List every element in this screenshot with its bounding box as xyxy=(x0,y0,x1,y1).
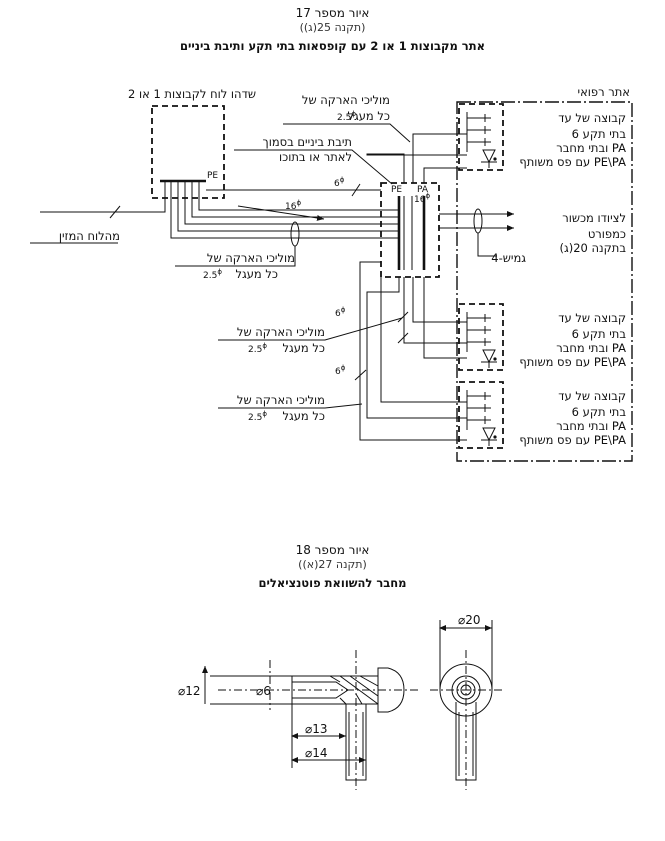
jb-label-line2: לאתר או בתוכו xyxy=(279,150,352,164)
gc-g3-line2: כל מעגל xyxy=(282,409,325,423)
medical-site-label: אתר רפואי xyxy=(578,85,630,99)
dim-l14: ⌀14 xyxy=(305,746,328,760)
panel-box xyxy=(151,105,225,199)
svg-text:ובתי מחבר PA: ובתי מחבר PA xyxy=(556,341,626,355)
outlet-group-2 xyxy=(458,303,504,371)
figure18-regulation: (תקנה 27(א)) xyxy=(298,558,367,571)
svg-text:6 בתי תקע: 6 בתי תקע xyxy=(572,327,627,341)
outlet-group-1 xyxy=(458,103,504,171)
svg-text:עם פס משותף PE\PA: עם פס משותף PE\PA xyxy=(519,433,626,447)
figure17-regulation: (תקנה 25(ג)) xyxy=(299,21,366,34)
pe-6-label: 6ϕ xyxy=(334,176,345,189)
gc-top-line1: מוליכי הארקה של xyxy=(302,93,390,107)
jb-label-line1: תיבת ביניים בסמוך xyxy=(263,135,352,149)
connector-side-view: ⌀12 ⌀6 ⌀13 ⌀14 xyxy=(178,650,420,790)
svg-text:קבוצה של עד: קבוצה של עד xyxy=(558,389,626,403)
junction-box xyxy=(380,182,440,278)
svg-text:ובתי מחבר PA: ובתי מחבר PA xyxy=(556,419,626,433)
figure17-title: אתר מקבוצות 1 או 2 עם קופסאות בתי תקע ות… xyxy=(180,39,485,53)
figure18-caption: איור מספר 18 (תקנה 27(א)) מחבר להשוואת פ… xyxy=(0,543,665,591)
jb-pa-label: PA xyxy=(417,185,429,195)
svg-text:קבוצה של עד: קבוצה של עד xyxy=(558,311,626,325)
gc-mid-line1: מוליכי הארקה של xyxy=(207,251,295,265)
g3-6-label: 6ϕ xyxy=(335,364,346,377)
svg-text:6 בתי תקע: 6 בתי תקע xyxy=(572,405,627,419)
group-3-text: קבוצה של עד 6 בתי תקע ובתי מחבר PA עם פס… xyxy=(519,389,626,447)
gc-g3-line1: מוליכי הארקה של xyxy=(237,393,325,407)
outlet-group-3 xyxy=(458,381,504,449)
connector-front-view: ⌀20 xyxy=(430,613,502,790)
figure18-number: איור מספר 18 xyxy=(295,543,370,557)
svg-text:עם פס משותף PE\PA: עם פס משותף PE\PA xyxy=(519,155,626,169)
medical-site-outline xyxy=(456,101,633,462)
g2-6-label: 6ϕ xyxy=(335,306,346,319)
figure17-number: איור מספר 17 xyxy=(295,6,370,20)
svg-text:עם פס משותף PE\PA: עם פס משותף PE\PA xyxy=(519,355,626,369)
gc-top-line2: כל מעגל xyxy=(347,109,390,123)
group-1-text: קבוצה של עד 6 בתי תקע ובתי מחבר PA עם פס… xyxy=(519,111,626,169)
gc-g2-line1: מוליכי הארקה של xyxy=(237,325,325,339)
computer-line3: בתקנה 20(ג) xyxy=(560,241,627,255)
gc-mid-size: 2.5ϕ xyxy=(203,268,222,281)
dim-d6: ⌀6 xyxy=(256,684,271,698)
computer-line1: לציודו מכשור xyxy=(562,211,626,225)
gc-g3-size: 2.5ϕ xyxy=(248,410,267,423)
dim-d12: ⌀12 xyxy=(178,684,201,698)
figure18-title: מחבר להשוואת פוטנציאלים xyxy=(258,576,407,590)
jb-16-label: 16ϕ xyxy=(414,192,430,205)
svg-text:6 בתי תקע: 6 בתי תקע xyxy=(572,127,627,141)
figure17-diagram: אתר רפואי שדהו לוח לקבוצות 1 או 2 PE מהל… xyxy=(30,85,633,462)
dim-d20: ⌀20 xyxy=(458,613,481,627)
flexible-label: 4-גמיש xyxy=(491,251,526,265)
gc-top-size: 2.5ϕ xyxy=(337,110,356,123)
bundle-16-label: 16ϕ xyxy=(285,199,301,212)
svg-text:ובתי מחבר PA: ובתי מחבר PA xyxy=(556,141,626,155)
computer-line2: כמפורט xyxy=(588,227,626,241)
jb-pe-label: PE xyxy=(391,185,402,195)
gc-g2-size: 2.5ϕ xyxy=(248,342,267,355)
panel-label: שדהו לוח לקבוצות 1 או 2 xyxy=(128,87,256,101)
figure17-caption: איור מספר 17 (תקנה 25(ג)) אתר מקבוצות 1 … xyxy=(0,6,665,54)
group-2-text: קבוצה של עד 6 בתי תקע ובתי מחבר PA עם פס… xyxy=(519,311,626,369)
panel-pe-label: PE xyxy=(207,171,218,181)
svg-text:קבוצה של עד: קבוצה של עד xyxy=(558,111,626,125)
figure18-diagram: ⌀12 ⌀6 ⌀13 ⌀14 ⌀20 xyxy=(178,613,502,790)
gc-g2-line2: כל מעגל xyxy=(282,341,325,355)
dim-l13: ⌀13 xyxy=(305,722,328,736)
feed-label: מהלוח המזין xyxy=(59,229,120,243)
gc-mid-line2: כל מעגל xyxy=(235,267,278,281)
